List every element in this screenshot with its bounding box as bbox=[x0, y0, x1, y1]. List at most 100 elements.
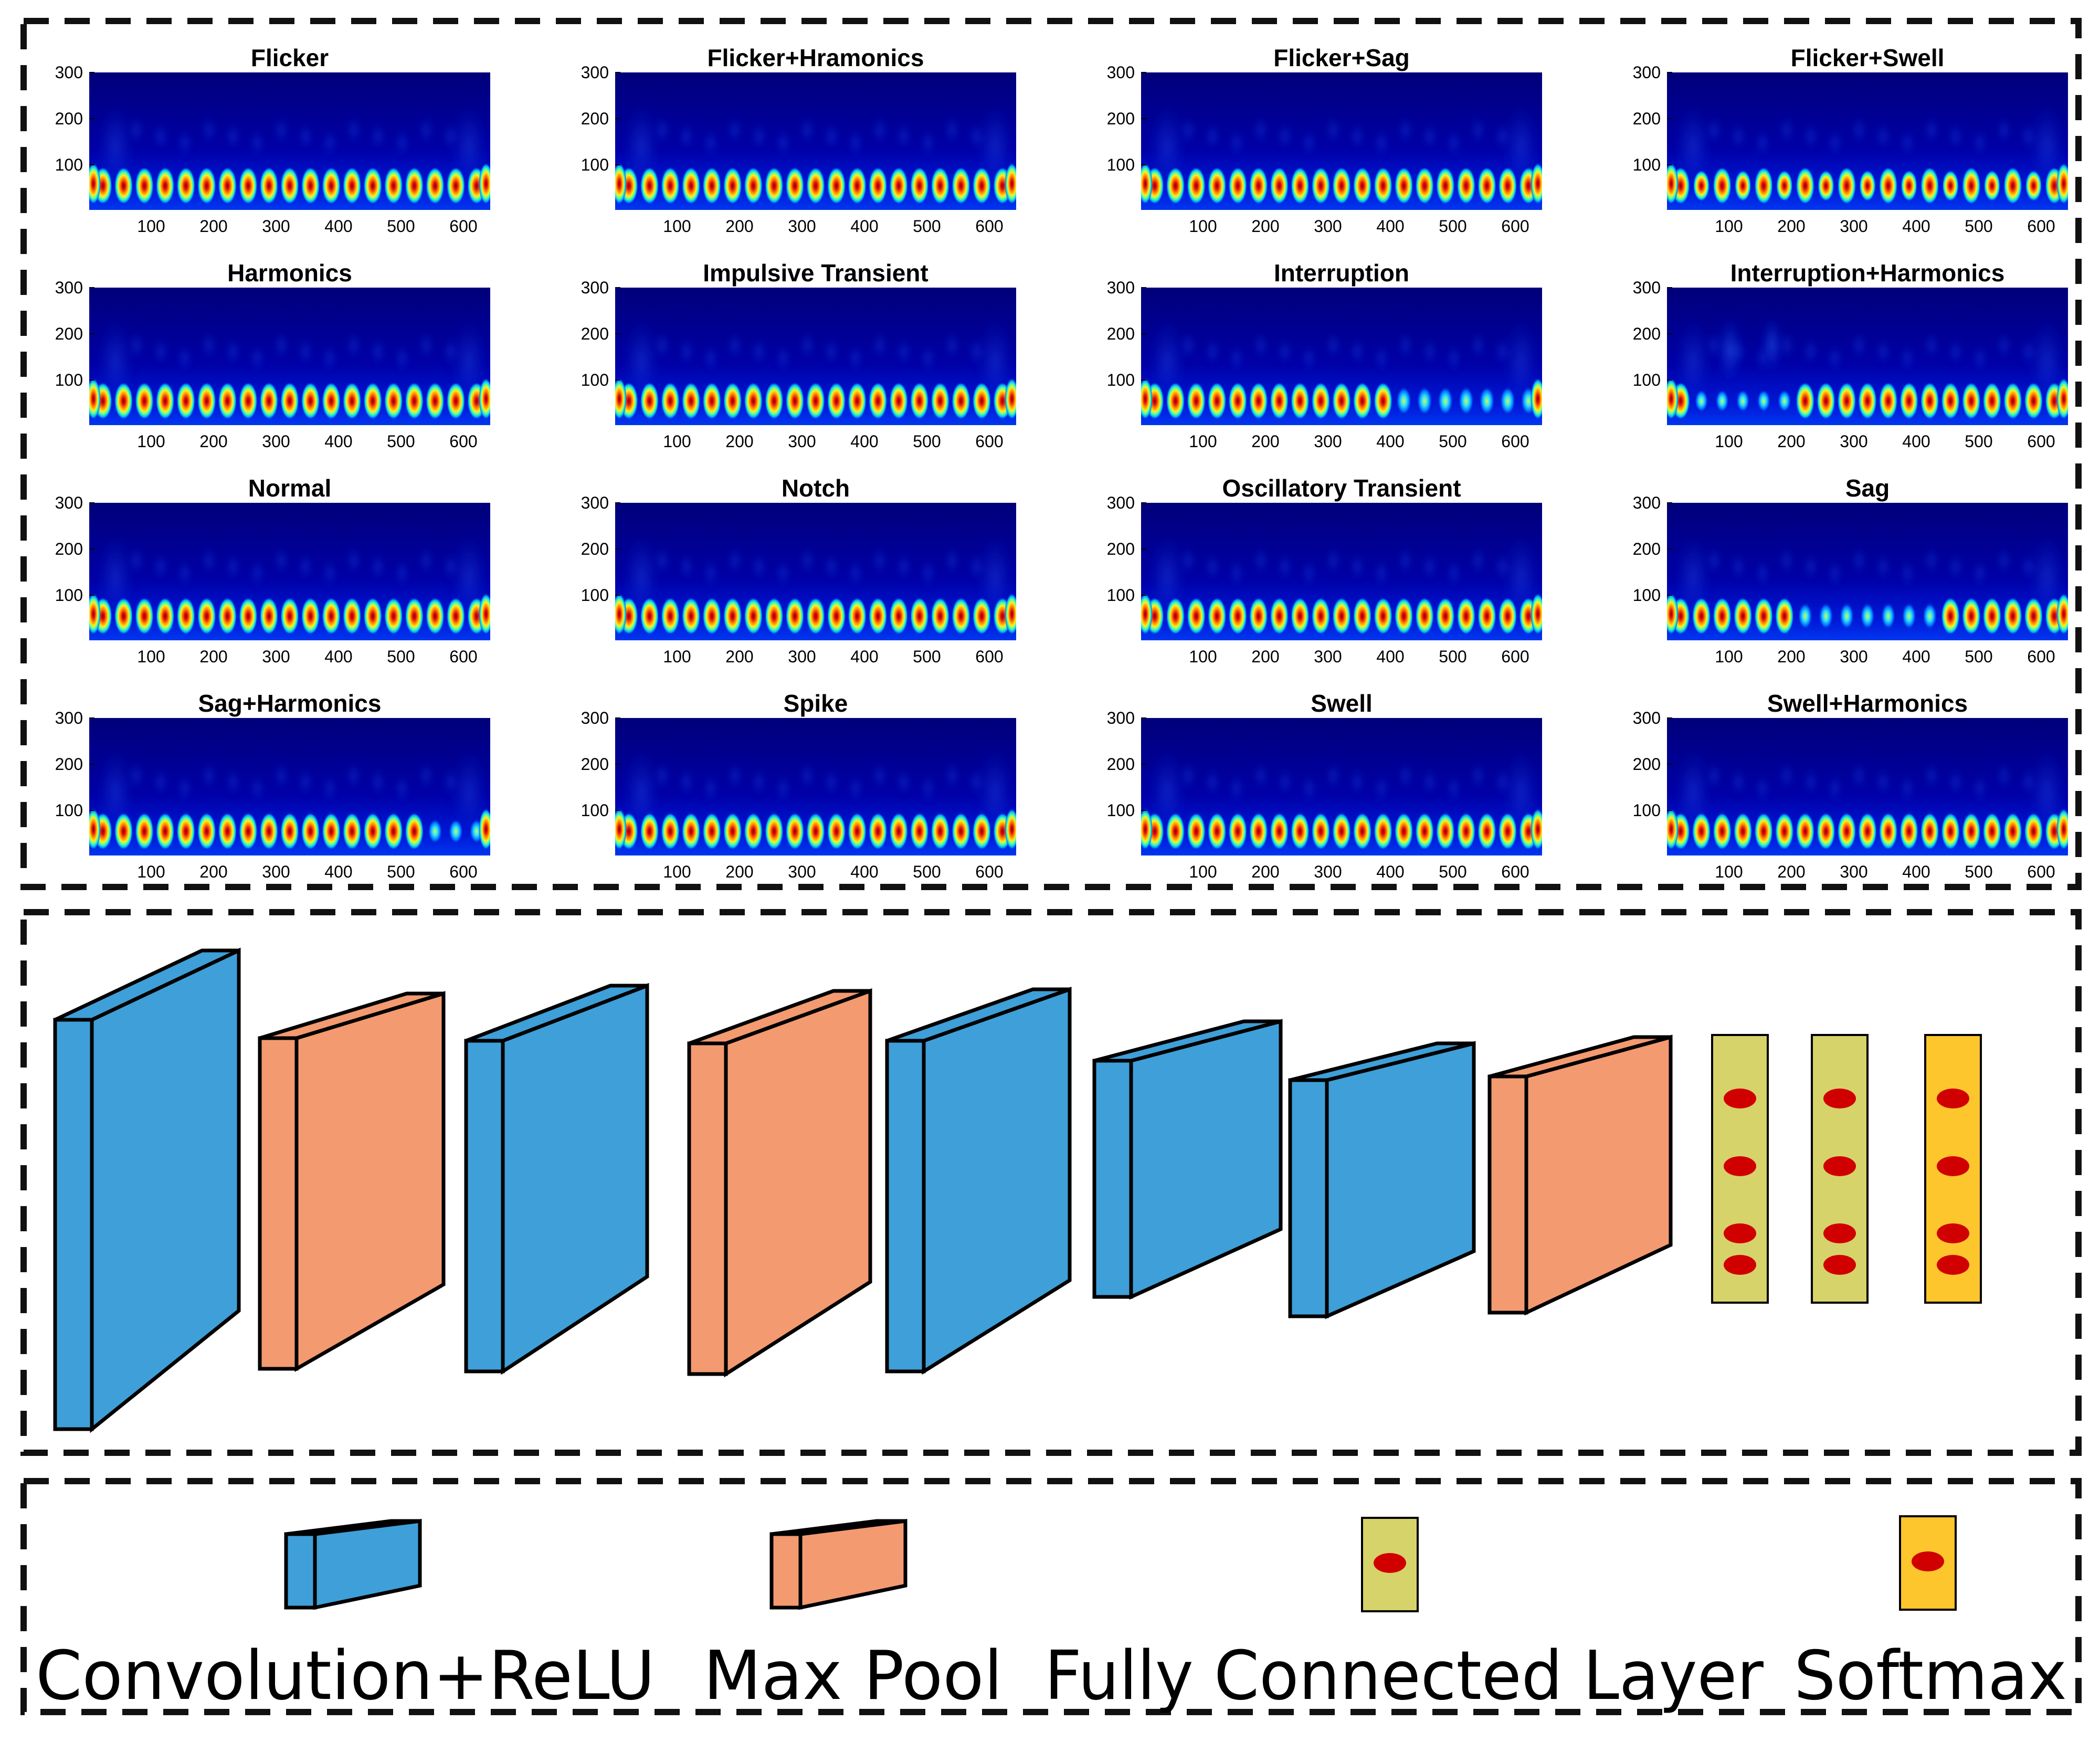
x-tick-label: 400 bbox=[1902, 432, 1930, 451]
x-tick-label: 300 bbox=[1314, 217, 1342, 236]
harmonic-blob bbox=[1713, 597, 1732, 635]
y-tick-label: 300 bbox=[1107, 63, 1135, 82]
y-tick-label: 200 bbox=[55, 755, 83, 774]
harmonic-blob bbox=[1187, 812, 1206, 850]
neuron-node bbox=[1724, 1156, 1756, 1176]
harmonic-blob bbox=[342, 382, 362, 420]
harmonic-blob bbox=[384, 812, 403, 850]
harmonic-blob bbox=[1775, 812, 1794, 850]
harmonic-blob bbox=[135, 382, 154, 420]
pool-layer-block bbox=[687, 988, 872, 1378]
x-tick-label: 600 bbox=[2027, 432, 2055, 451]
harmonic-blob bbox=[951, 382, 970, 420]
harmonic-blob bbox=[681, 382, 701, 420]
harmonic-blob bbox=[1961, 167, 1981, 205]
x-tick-label: 200 bbox=[725, 432, 753, 451]
y-tick-label: 200 bbox=[55, 324, 83, 343]
harmonic-blob bbox=[405, 382, 424, 420]
harmonic-blob bbox=[972, 382, 991, 420]
x-tick-label: 100 bbox=[1715, 862, 1743, 881]
harmonic-blob bbox=[951, 812, 970, 850]
x-tick-label: 200 bbox=[1251, 862, 1279, 881]
conv-layer-block bbox=[885, 987, 1072, 1375]
harmonic-blob bbox=[723, 812, 742, 850]
harmonic-blob bbox=[176, 597, 196, 635]
harmonic-blob bbox=[1207, 812, 1227, 850]
harmonic-blob bbox=[640, 812, 659, 850]
x-tick-label: 100 bbox=[137, 647, 165, 666]
x-tick-label: 300 bbox=[262, 647, 290, 666]
panel-title: Sag+Harmonics bbox=[198, 690, 382, 717]
harmonic-blob bbox=[848, 597, 867, 635]
neuron-node bbox=[1724, 1255, 1756, 1275]
harmonic-blob bbox=[342, 167, 362, 205]
harmonic-blob bbox=[1733, 812, 1753, 850]
harmonic-blob bbox=[1837, 167, 1856, 205]
harmonic-blob bbox=[1798, 603, 1813, 630]
y-tick-label: 100 bbox=[55, 586, 83, 605]
spectrogram-image bbox=[1141, 503, 1542, 640]
harmonic-blob bbox=[135, 812, 154, 850]
harmonic-blob bbox=[1693, 170, 1710, 202]
harmonic-blob bbox=[1881, 603, 1896, 630]
harmonic-blob bbox=[827, 382, 846, 420]
harmonic-blob bbox=[1437, 386, 1453, 416]
harmonic-blob bbox=[640, 382, 659, 420]
harmonic-blob bbox=[1900, 812, 1919, 850]
harmonic-blob bbox=[806, 167, 825, 205]
harmonic-blob bbox=[1692, 597, 1711, 635]
x-tick-label: 300 bbox=[262, 432, 290, 451]
spectrogram-section-border bbox=[20, 18, 2082, 890]
harmonic-blob bbox=[951, 167, 970, 205]
x-tick-label: 500 bbox=[1965, 862, 1992, 881]
harmonic-blob bbox=[827, 167, 846, 205]
x-tick-label: 300 bbox=[1840, 647, 1867, 666]
fc-layer-column bbox=[1711, 1034, 1769, 1304]
spectrogram-image bbox=[1141, 72, 1542, 210]
harmonic-blob bbox=[280, 167, 299, 205]
harmonic-blob bbox=[744, 812, 763, 850]
spectrogram-image bbox=[89, 718, 490, 855]
x-tick-label: 500 bbox=[1965, 647, 1992, 666]
y-tick-label: 200 bbox=[1107, 324, 1135, 343]
harmonic-blob bbox=[197, 382, 216, 420]
harmonic-blob bbox=[868, 167, 888, 205]
panel-title: Flicker bbox=[251, 44, 329, 71]
harmonic-blob bbox=[1290, 167, 1310, 205]
harmonic-blob bbox=[259, 812, 279, 850]
harmonic-blob bbox=[1900, 382, 1919, 420]
harmonic-blob bbox=[661, 597, 680, 635]
harmonic-blob bbox=[2025, 170, 2042, 202]
x-tick-label: 100 bbox=[1715, 432, 1743, 451]
legend-fc-icon bbox=[1361, 1517, 1419, 1612]
y-tick-label: 200 bbox=[1633, 109, 1661, 128]
harmonic-blob bbox=[1941, 597, 1960, 635]
harmonic-blob bbox=[155, 597, 175, 635]
x-tick-label: 300 bbox=[1314, 862, 1342, 881]
harmonic-blob bbox=[259, 382, 279, 420]
harmonic-blob bbox=[2003, 167, 2022, 205]
y-tick-label: 300 bbox=[55, 493, 83, 512]
harmonic-blob bbox=[2003, 597, 2022, 635]
harmonic-blob bbox=[1920, 812, 1939, 850]
x-tick-label: 400 bbox=[850, 647, 878, 666]
harmonic-blob bbox=[1961, 597, 1981, 635]
harmonic-blob bbox=[218, 812, 237, 850]
legend-label-conv: Convolution+ReLU bbox=[36, 1637, 655, 1715]
panel-title: Harmonics bbox=[227, 259, 352, 287]
harmonic-blob bbox=[238, 167, 258, 205]
x-tick-label: 600 bbox=[2027, 862, 2055, 881]
x-tick-label: 500 bbox=[387, 647, 415, 666]
y-tick-label: 100 bbox=[1633, 371, 1661, 389]
panel-title: Flicker+Sag bbox=[1273, 44, 1410, 71]
x-tick-label: 300 bbox=[1840, 432, 1867, 451]
harmonic-blob bbox=[702, 597, 722, 635]
x-tick-label: 600 bbox=[1501, 862, 1529, 881]
neuron-node bbox=[1937, 1156, 1969, 1176]
harmonic-blob bbox=[1477, 597, 1496, 635]
panel-title: Notch bbox=[782, 474, 850, 502]
x-tick-label: 300 bbox=[788, 862, 816, 881]
harmonic-blob bbox=[238, 382, 258, 420]
